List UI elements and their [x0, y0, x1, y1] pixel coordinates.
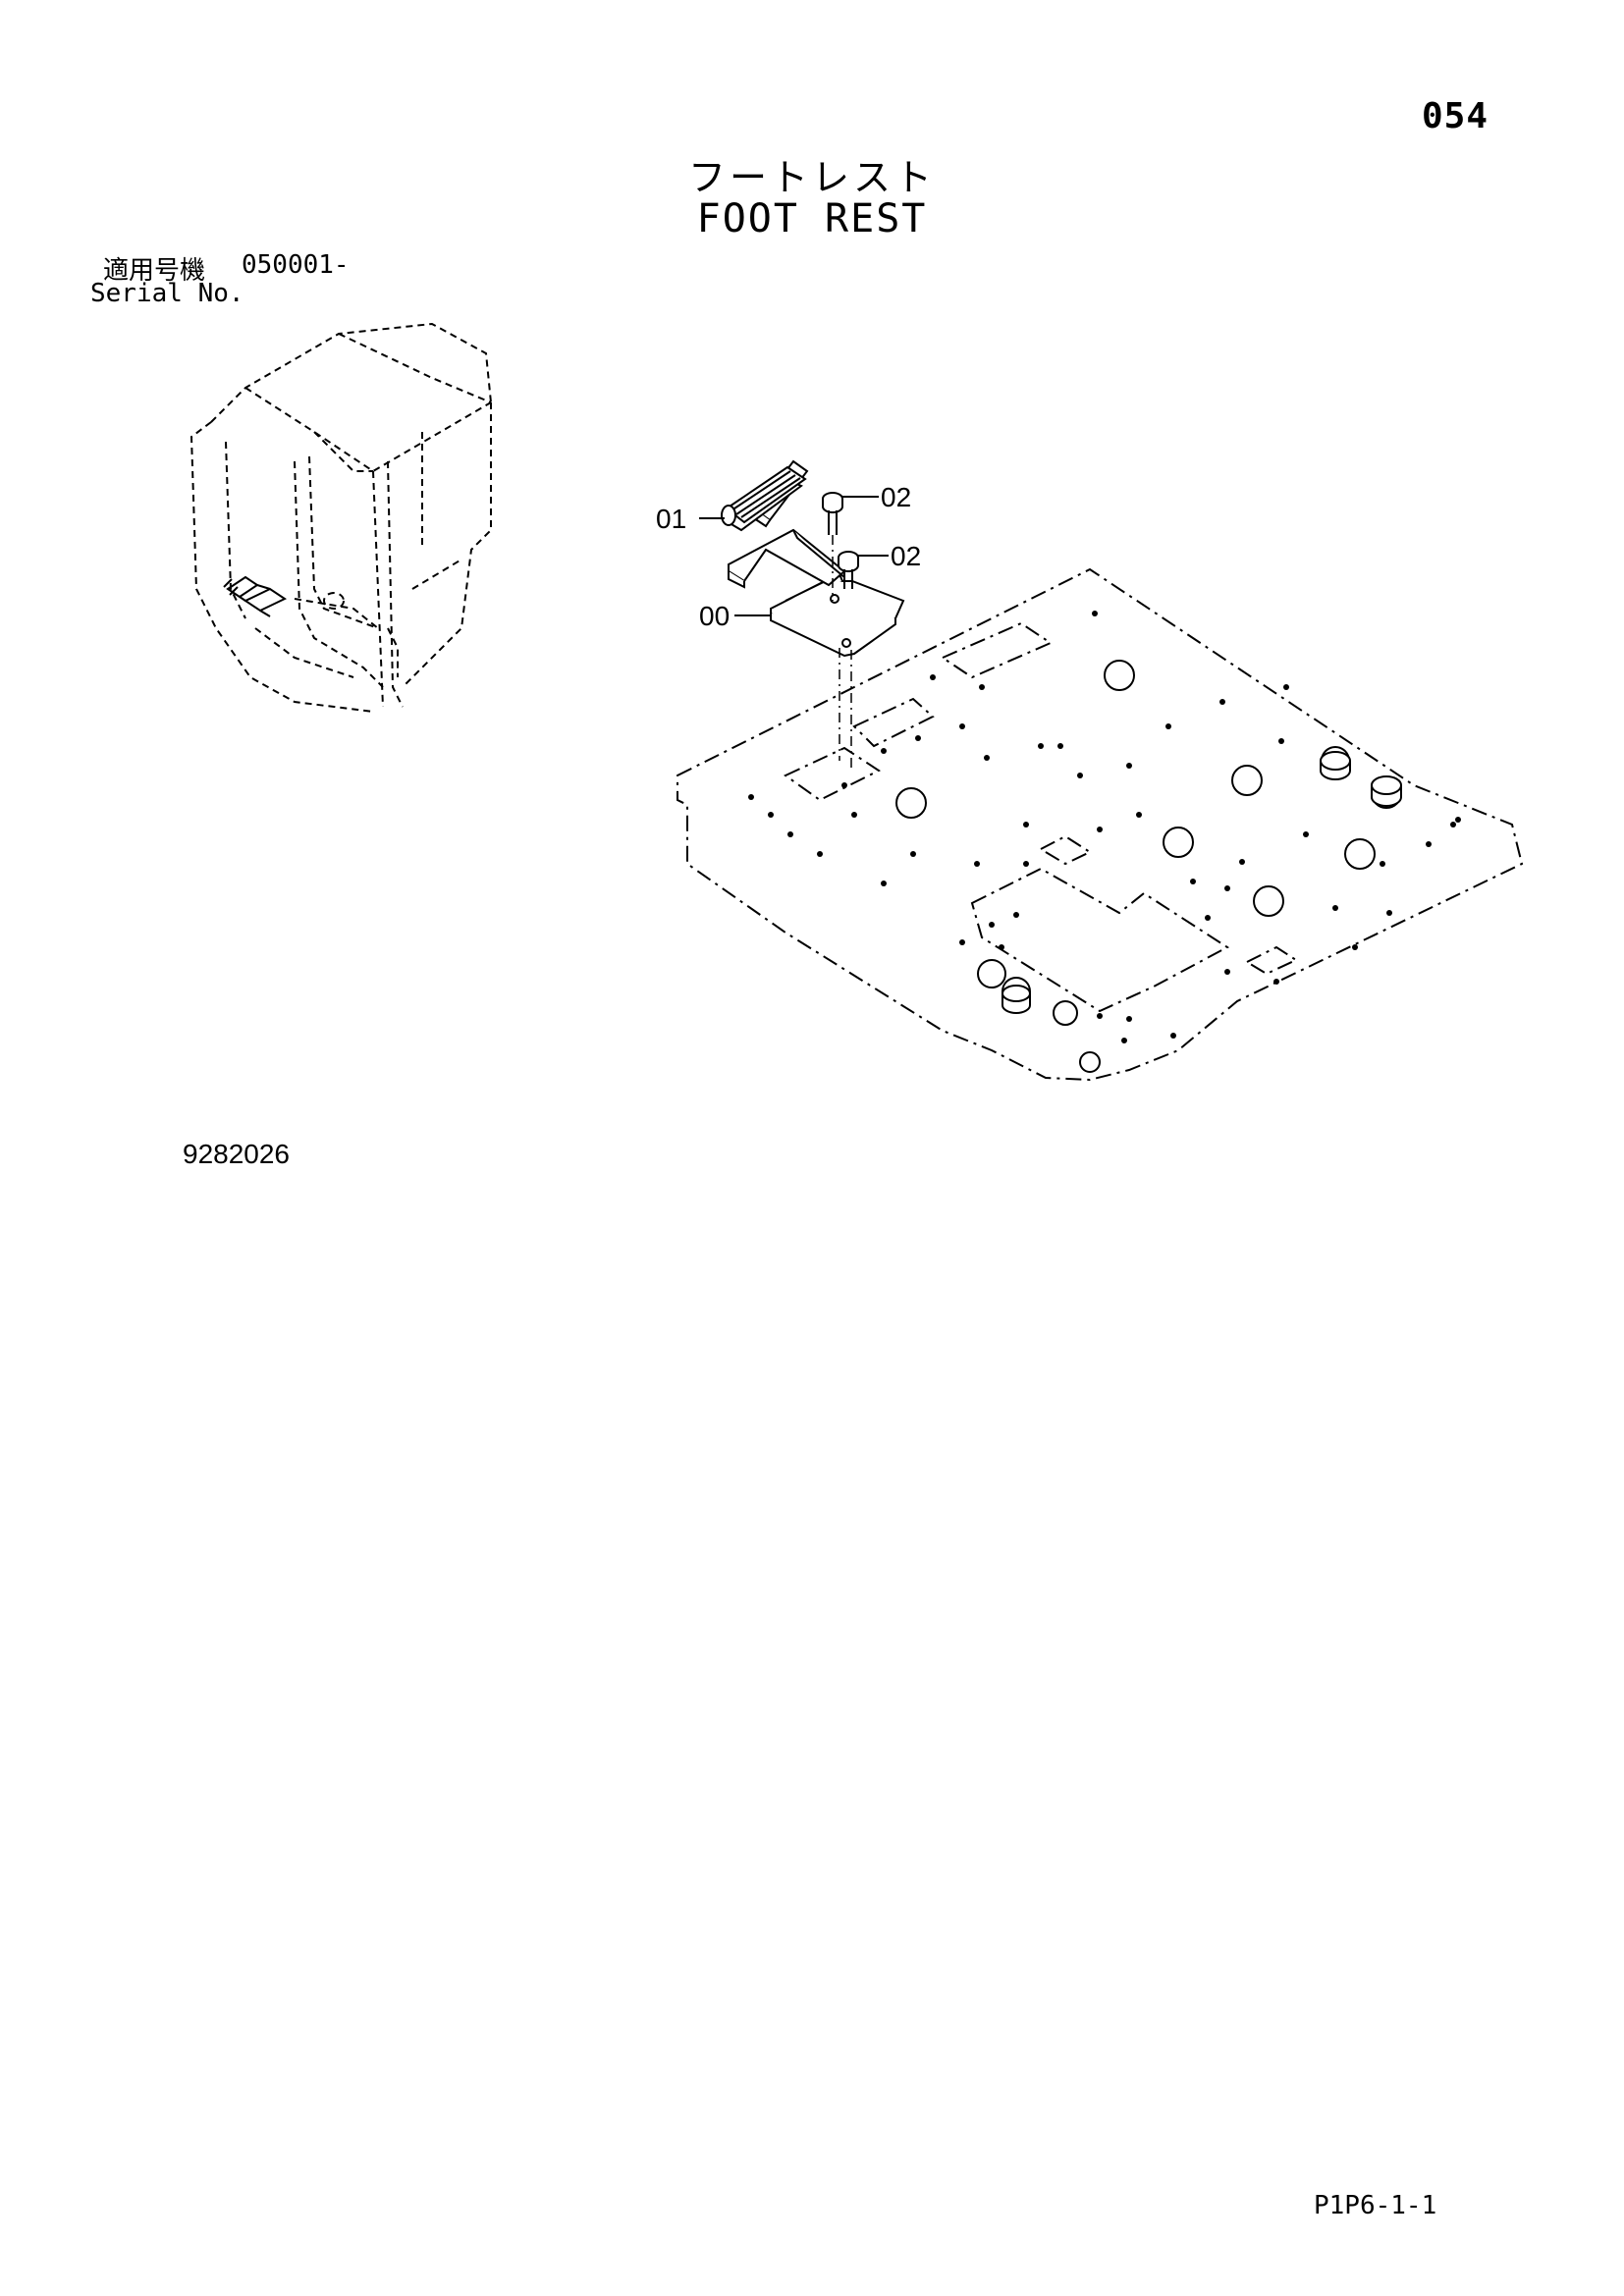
floor-plate-bolts	[748, 611, 1461, 1043]
foot-rest-bracket-00	[770, 572, 905, 658]
page-number: 054	[1422, 96, 1489, 136]
serial-label-english: Serial No.	[90, 279, 244, 308]
serial-label-japanese: 適用号機	[103, 256, 206, 286]
floor-plate	[677, 567, 1524, 1082]
assembly-guide-lines	[832, 535, 852, 771]
sheet-code: P1P6-1-1	[1314, 2191, 1437, 2220]
callout-label-01: 01	[656, 504, 686, 534]
callout-leaders	[699, 496, 889, 616]
page-title-japanese: フートレスト	[687, 156, 936, 199]
cab-locator-view	[189, 322, 492, 713]
foot-rest-bolts-02	[822, 492, 859, 589]
serial-range: 050001-	[242, 250, 350, 280]
cab-footrest-marker	[223, 575, 288, 617]
drawing-number: 9282026	[183, 1139, 291, 1169]
callout-label-02-upper: 02	[881, 482, 911, 512]
page-title-english: FOOT REST	[696, 196, 928, 241]
floor-plate-plugs	[1001, 751, 1402, 1014]
callout-label-02-lower: 02	[891, 541, 921, 571]
callout-label-00: 00	[699, 601, 730, 631]
foot-rest-pedal-01	[721, 459, 846, 589]
